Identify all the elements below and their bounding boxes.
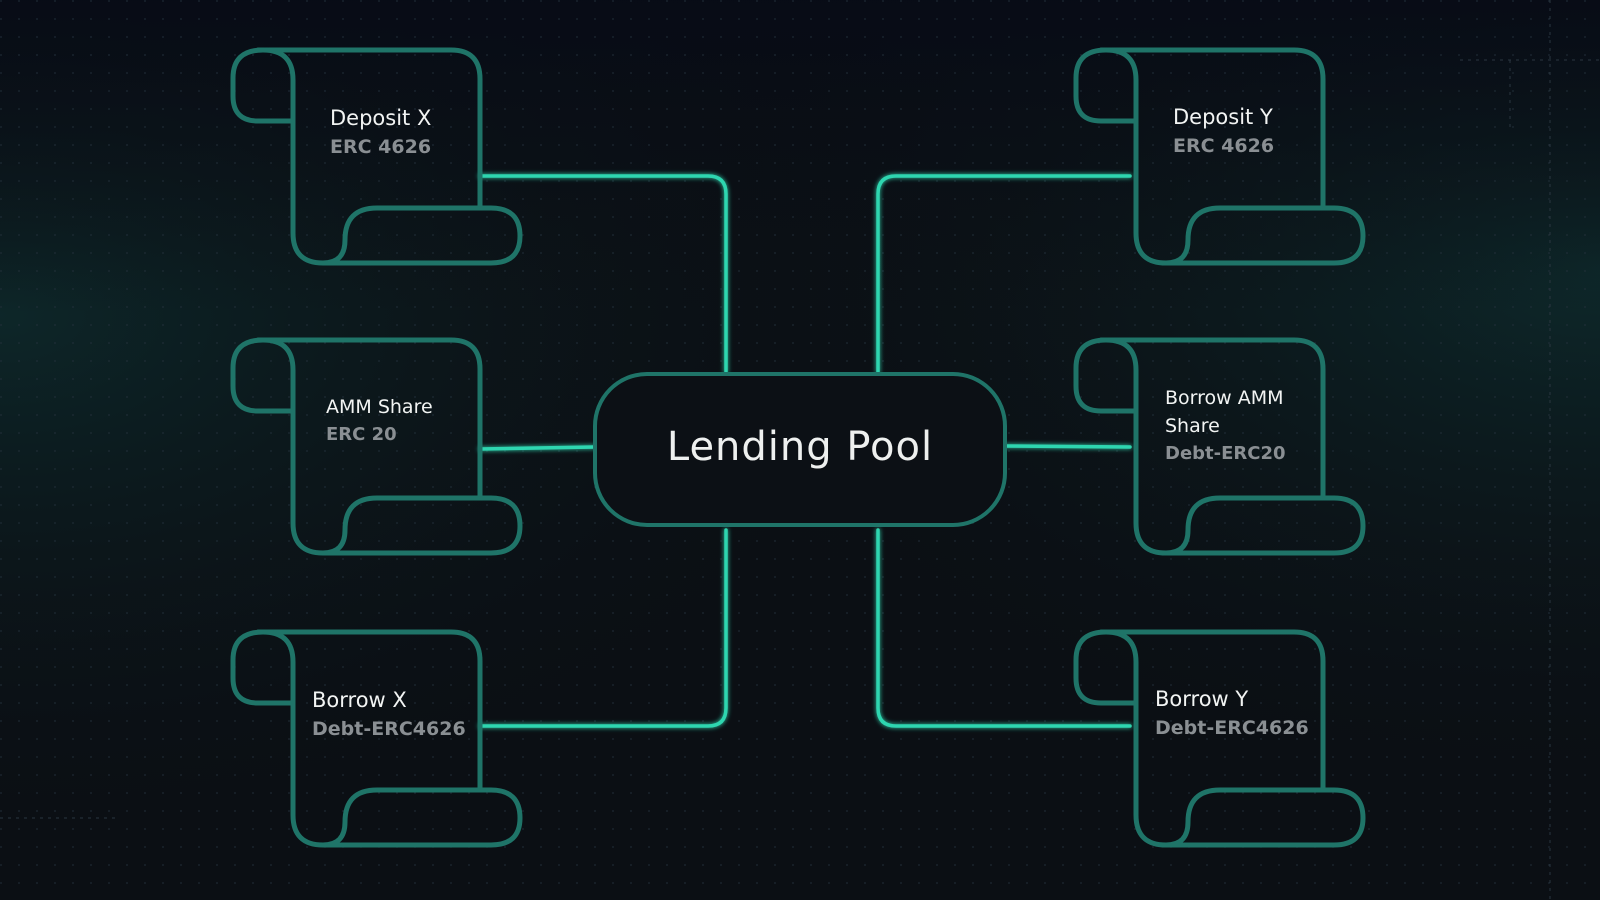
- scroll-body: [262, 337, 324, 556]
- scroll-top-curl: [1073, 337, 1326, 498]
- scroll-deposit-x: [230, 47, 523, 266]
- token-scrolls: [230, 47, 1366, 848]
- scroll-top-curl: [1073, 629, 1326, 790]
- scroll-body: [262, 629, 324, 848]
- scroll-borrow-y: [1073, 629, 1366, 848]
- scroll-bottom-curl: [322, 205, 523, 266]
- connector-deposit-y: [876, 174, 1132, 374]
- token-subtitle: ERC 4626: [330, 136, 432, 158]
- token-borrow-x: Borrow X Debt-ERC4626: [312, 686, 466, 744]
- token-deposit-y: Deposit Y ERC 4626: [1173, 103, 1274, 161]
- connector-borrow-amm-share: [1003, 444, 1132, 449]
- token-title: Borrow Y: [1155, 687, 1249, 711]
- scroll-top-curl: [230, 337, 483, 498]
- token-title-line2: Share: [1165, 415, 1220, 437]
- token-subtitle: Debt-ERC20: [1165, 443, 1286, 464]
- token-borrow-amm-share: Borrow AMM Share Debt-ERC20: [1165, 384, 1286, 468]
- scroll-deposit-y: [1073, 47, 1366, 266]
- connector-borrow-x: [478, 528, 728, 728]
- lending-pool-label: Lending Pool: [666, 424, 934, 470]
- token-subtitle: ERC 20: [326, 424, 397, 445]
- scroll-borrow-x: [230, 629, 523, 848]
- token-subtitle: ERC 4626: [1173, 135, 1275, 157]
- token-title: Borrow X: [312, 688, 407, 712]
- token-title: Deposit X: [330, 106, 432, 130]
- connectors: [478, 174, 1132, 728]
- token-subtitle: Debt-ERC4626: [1155, 717, 1309, 739]
- connector-deposit-x: [478, 174, 728, 374]
- scroll-borrow-amm-share: [1073, 337, 1366, 556]
- scroll-body: [1105, 629, 1167, 848]
- scroll-bottom-curl: [322, 495, 523, 556]
- scroll-bottom-curl: [1165, 495, 1366, 556]
- token-borrow-y: Borrow Y Debt-ERC4626: [1155, 685, 1309, 743]
- scroll-body: [262, 47, 324, 266]
- token-title-line1: Borrow AMM: [1165, 387, 1284, 409]
- scroll-bottom-curl: [1165, 205, 1366, 266]
- scroll-bottom-curl: [1165, 787, 1366, 848]
- token-deposit-x: Deposit X ERC 4626: [330, 104, 431, 162]
- connector-borrow-y: [876, 528, 1132, 728]
- connector-amm-share: [478, 445, 597, 451]
- token-subtitle: Debt-ERC4626: [312, 718, 466, 740]
- scroll-top-curl: [230, 629, 483, 790]
- scroll-amm-share: [230, 337, 523, 556]
- scroll-body: [1105, 47, 1167, 266]
- token-title: Deposit Y: [1173, 105, 1273, 129]
- scroll-top-curl: [230, 47, 483, 208]
- lending-pool-box: [593, 372, 1007, 527]
- scroll-bottom-curl: [322, 787, 523, 848]
- scroll-top-curl: [1073, 47, 1326, 208]
- scroll-body: [1105, 337, 1167, 556]
- token-amm-share: AMM Share ERC 20: [326, 393, 433, 449]
- token-title: AMM Share: [326, 396, 433, 418]
